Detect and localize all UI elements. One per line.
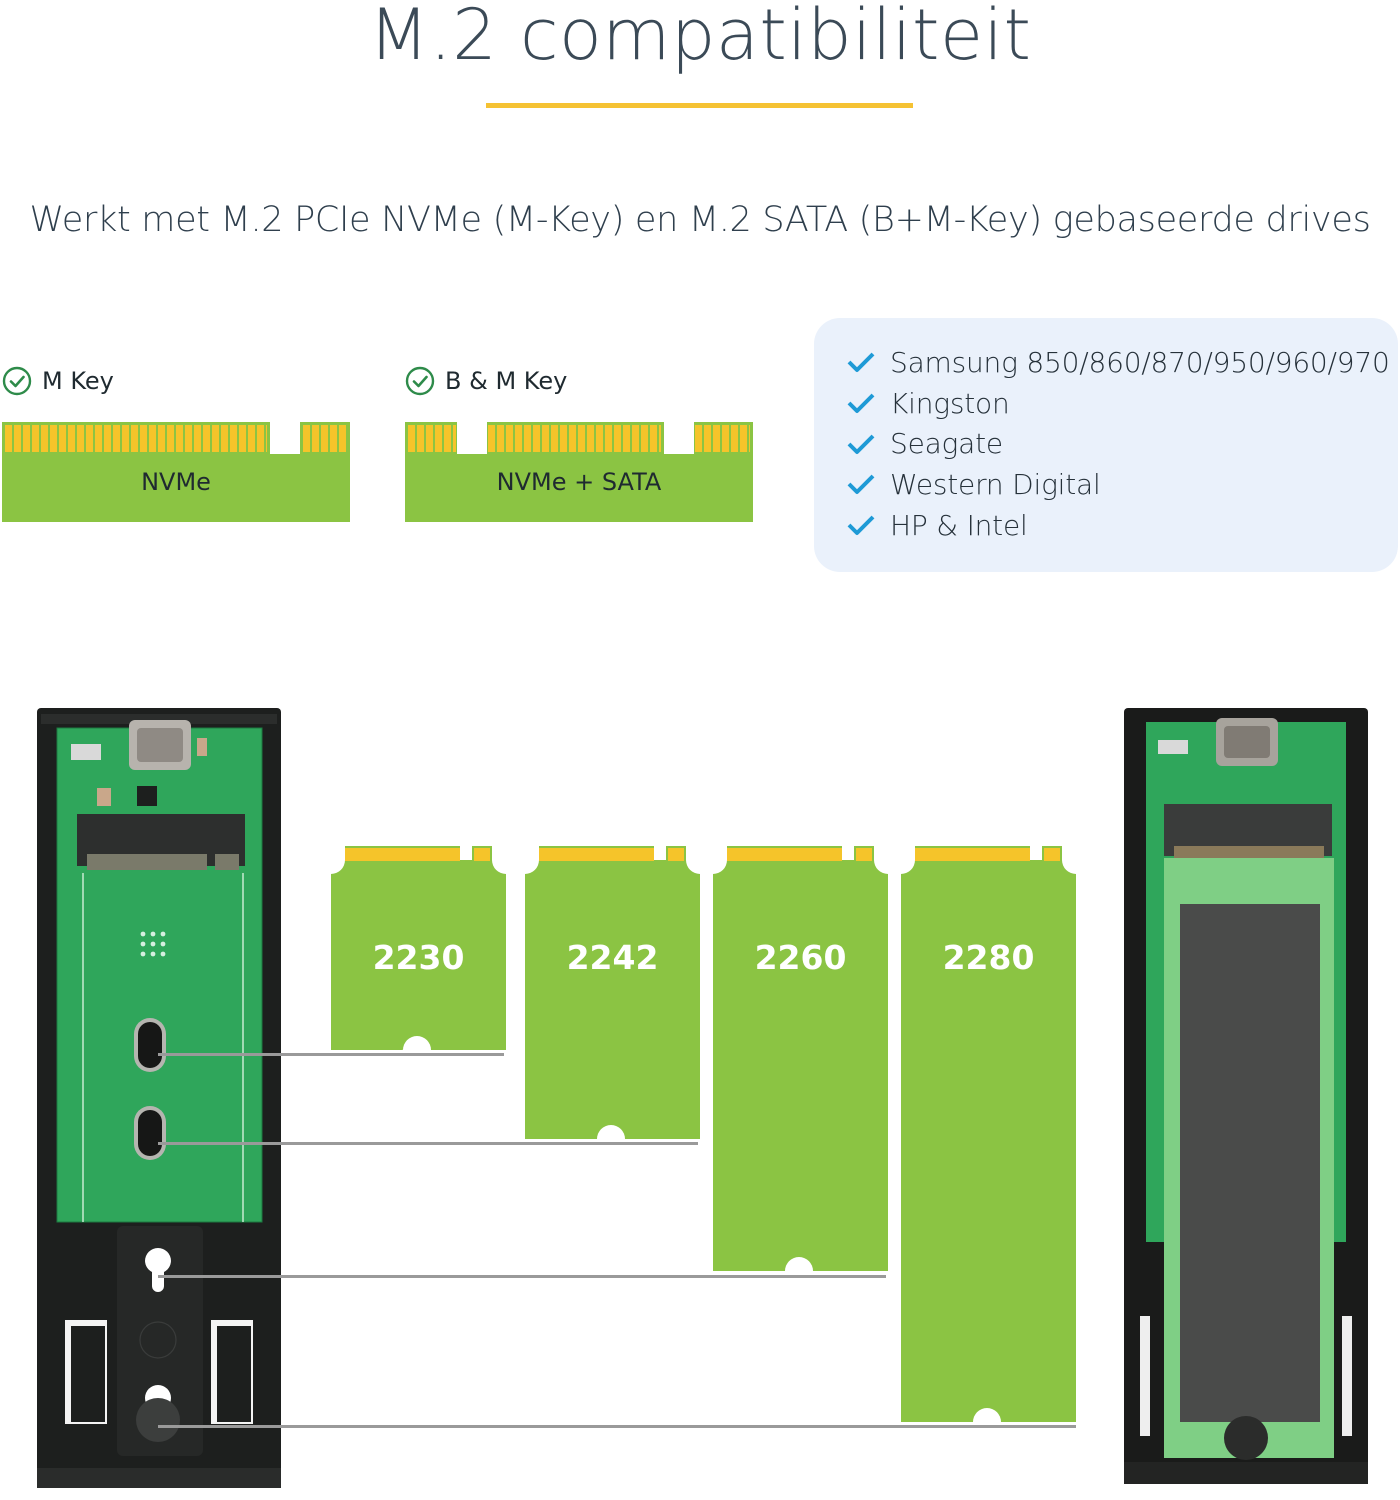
ssd-card-2230: 2230 [331,846,506,1050]
leader-line-2280 [158,1425,1076,1428]
ssd-size-label: 2260 [754,938,847,977]
key-notch [270,422,300,454]
m-key-block: M Key NVMe [2,364,352,524]
page-subtitle: Werkt met M.2 PCIe NVMe (M-Key) en M.2 S… [29,200,1371,240]
m-key-label: M Key [42,367,114,395]
ssd-card-2280: 2280 [901,846,1076,1422]
m-key-card-label: NVMe [141,468,211,496]
ssd-size-label: 2242 [566,938,659,977]
leader-line-2242 [158,1142,698,1145]
ssd-card-2260: 2260 [713,846,888,1271]
bm-key-block: B & M Key NVMe + SATA [405,364,755,524]
ssd-size-label: 2230 [372,938,465,977]
brand-list: Samsung 850/860/870/950/960/970 Kingston… [846,342,1390,545]
enclosure-empty-photo [37,708,281,1488]
checkmark-icon [847,474,875,495]
check-circle-icon [2,366,32,396]
ssd-size-label: 2280 [942,938,1035,977]
page-title: M.2 compatibiliteit [368,0,1032,76]
bm-key-card-label: NVMe + SATA [496,468,662,496]
check-circle-icon [405,366,435,396]
gold-pins [303,425,347,452]
gold-pins [488,425,661,452]
leader-line-2230 [158,1053,504,1056]
brand-compatibility-box: Samsung 850/860/870/950/960/970 Kingston… [814,318,1398,572]
brand-item: HP & Intel [846,505,1390,546]
brand-item: Samsung 850/860/870/950/960/970 [846,342,1390,383]
gold-pins [408,425,456,452]
checkmark-icon [847,515,875,536]
brand-item: Western Digital [846,464,1390,505]
m-key-card: NVMe [2,422,350,522]
brand-item: Seagate [846,423,1390,464]
key-notch [664,422,694,454]
gold-pins [5,425,267,452]
enclosure-with-ssd-photo [1124,708,1368,1484]
ssd-card-2242: 2242 [525,846,700,1139]
bm-key-label: B & M Key [445,367,568,395]
key-notch [457,422,487,454]
checkmark-icon [847,434,875,454]
gold-pins [695,425,750,452]
title-underline [486,103,913,108]
checkmark-icon [847,352,875,373]
bm-key-card: NVMe + SATA [405,422,753,522]
checkmark-icon [847,393,875,414]
brand-item: Kingston [846,383,1390,424]
leader-line-2260 [158,1275,886,1278]
